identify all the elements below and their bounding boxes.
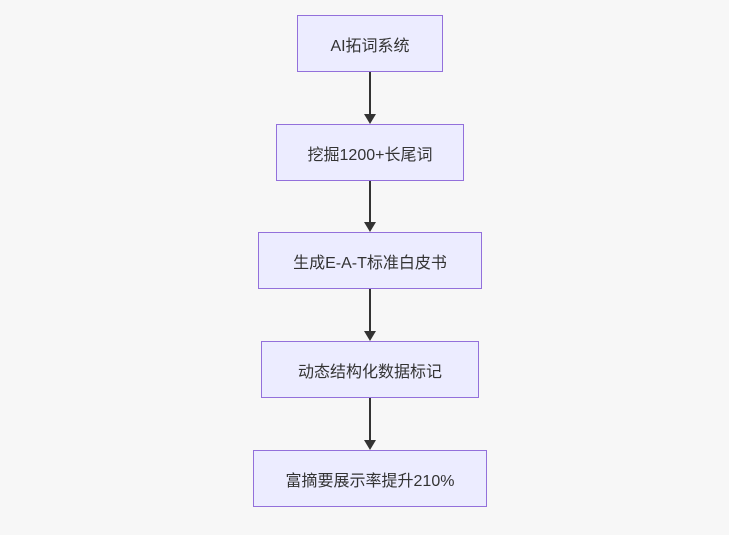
node-label: 富摘要展示率提升210%	[285, 472, 455, 490]
arrowhead-down-icon	[364, 331, 376, 341]
flowchart-edge	[364, 398, 376, 450]
arrowhead-down-icon	[364, 440, 376, 450]
flowchart-edge	[364, 181, 376, 232]
flowchart-node-eat-whitepaper: 生成E-A-T标准白皮书	[258, 232, 482, 289]
flowchart-edge	[364, 72, 376, 124]
flowchart-node-longtail-mining: 挖掘1200+长尾词	[276, 124, 464, 181]
arrowhead-down-icon	[364, 114, 376, 124]
edge-line	[369, 181, 371, 222]
node-label: 挖掘1200+长尾词	[307, 146, 433, 164]
edge-line	[369, 289, 371, 331]
arrowhead-down-icon	[364, 222, 376, 232]
node-label: AI拓词系统	[330, 37, 410, 55]
edge-line	[369, 398, 371, 440]
node-label: 生成E-A-T标准白皮书	[293, 254, 447, 272]
flowchart-edge	[364, 289, 376, 341]
node-label: 动态结构化数据标记	[297, 363, 442, 381]
flowchart-node-structured-data-markup: 动态结构化数据标记	[261, 341, 479, 398]
edge-line	[369, 72, 371, 114]
flowchart-node-rich-snippet-result: 富摘要展示率提升210%	[253, 450, 487, 507]
flowchart-node-ai-word-expansion: AI拓词系统	[297, 15, 443, 72]
